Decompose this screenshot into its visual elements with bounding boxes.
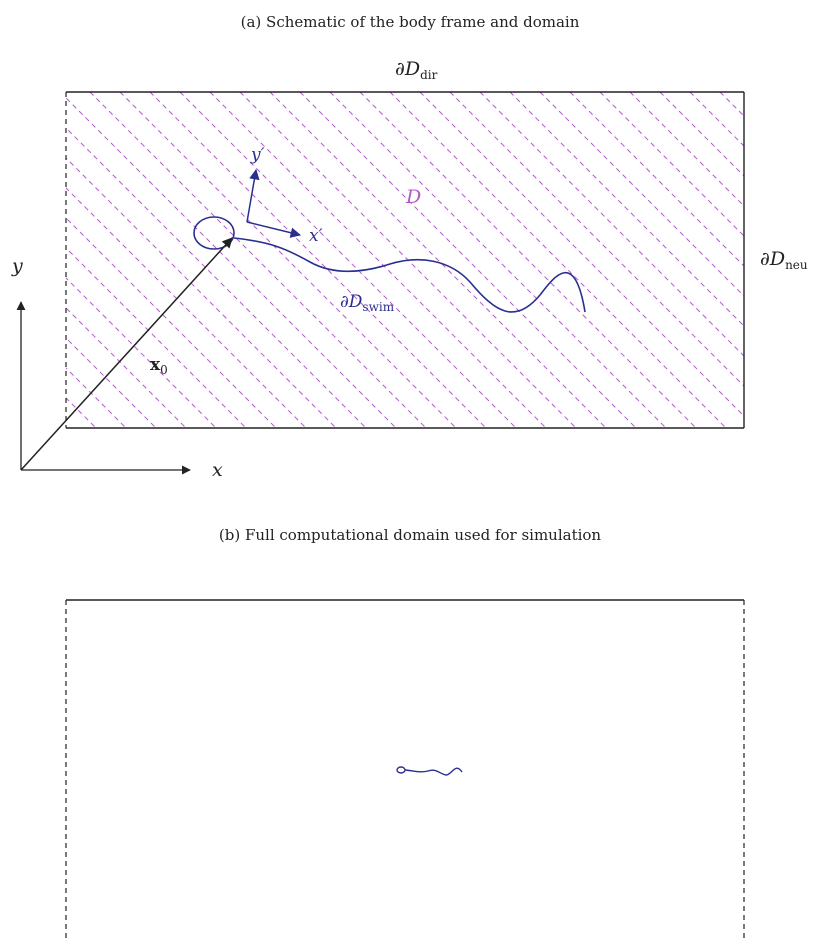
label-boundary-swim-main: ∂D <box>340 292 363 312</box>
hatch-line <box>359 92 697 428</box>
hatch-line <box>119 92 457 428</box>
hatch-line <box>89 92 427 428</box>
swimmer-small-tail <box>404 767 463 776</box>
domain-hatch <box>66 92 744 428</box>
hatch-line <box>269 92 607 428</box>
label-boundary-dir-sub: dir <box>420 68 438 82</box>
hatch-line <box>539 92 744 297</box>
hatch-line <box>66 217 277 428</box>
hatch-line <box>66 97 397 428</box>
hatch-line <box>419 92 744 417</box>
hatch-line <box>66 127 367 428</box>
hatch-line <box>329 92 667 428</box>
caption-a: (a) Schematic of the body frame and doma… <box>241 13 580 31</box>
hatch-line <box>209 92 547 428</box>
hatch-line <box>299 92 637 428</box>
hatch-line <box>179 92 517 428</box>
caption-b: (b) Full computational domain used for s… <box>219 526 602 544</box>
label-position-vector: x0 <box>150 355 168 377</box>
hatch-line <box>66 307 187 428</box>
hatch-line <box>149 92 487 428</box>
label-boundary-neu-main: ∂D <box>760 248 785 270</box>
label-body-axis-y: y′ <box>250 145 265 165</box>
swimmer-small <box>396 766 463 776</box>
label-axis-y: y <box>11 255 23 277</box>
hatch-line <box>66 157 337 428</box>
label-position-vector-sub: 0 <box>160 363 168 377</box>
body-axis-x-arrow <box>246 221 302 238</box>
hatch-line <box>509 92 744 327</box>
hatch-line <box>66 427 67 428</box>
label-boundary-dir-main: ∂D <box>395 58 420 80</box>
hatch-line <box>66 187 307 428</box>
position-vector-arrow <box>20 237 233 471</box>
hatch-line <box>389 92 727 428</box>
body-axis-y-arrow <box>246 168 260 223</box>
label-boundary-swim-sub: swim <box>362 300 394 314</box>
label-boundary-neu-sub: neu <box>785 258 808 272</box>
label-domain-D: D <box>405 186 421 208</box>
hatch-line <box>569 92 744 267</box>
hatch-line <box>66 247 247 428</box>
swimmer-small-head <box>396 766 406 774</box>
hatch-line <box>479 92 744 357</box>
swimmer-detail <box>193 216 586 313</box>
label-boundary-neu: ∂Dneu <box>760 248 808 272</box>
swimmer-tail <box>233 237 586 313</box>
hatch-line <box>449 92 744 387</box>
label-axis-x: x <box>212 459 223 481</box>
label-boundary-dir: ∂Ddir <box>395 58 438 82</box>
label-body-axis-x: x′ <box>309 226 323 246</box>
swimmer-head <box>193 216 235 250</box>
label-position-vector-main: x <box>150 355 161 375</box>
label-boundary-swim: ∂Dswim <box>340 292 395 314</box>
